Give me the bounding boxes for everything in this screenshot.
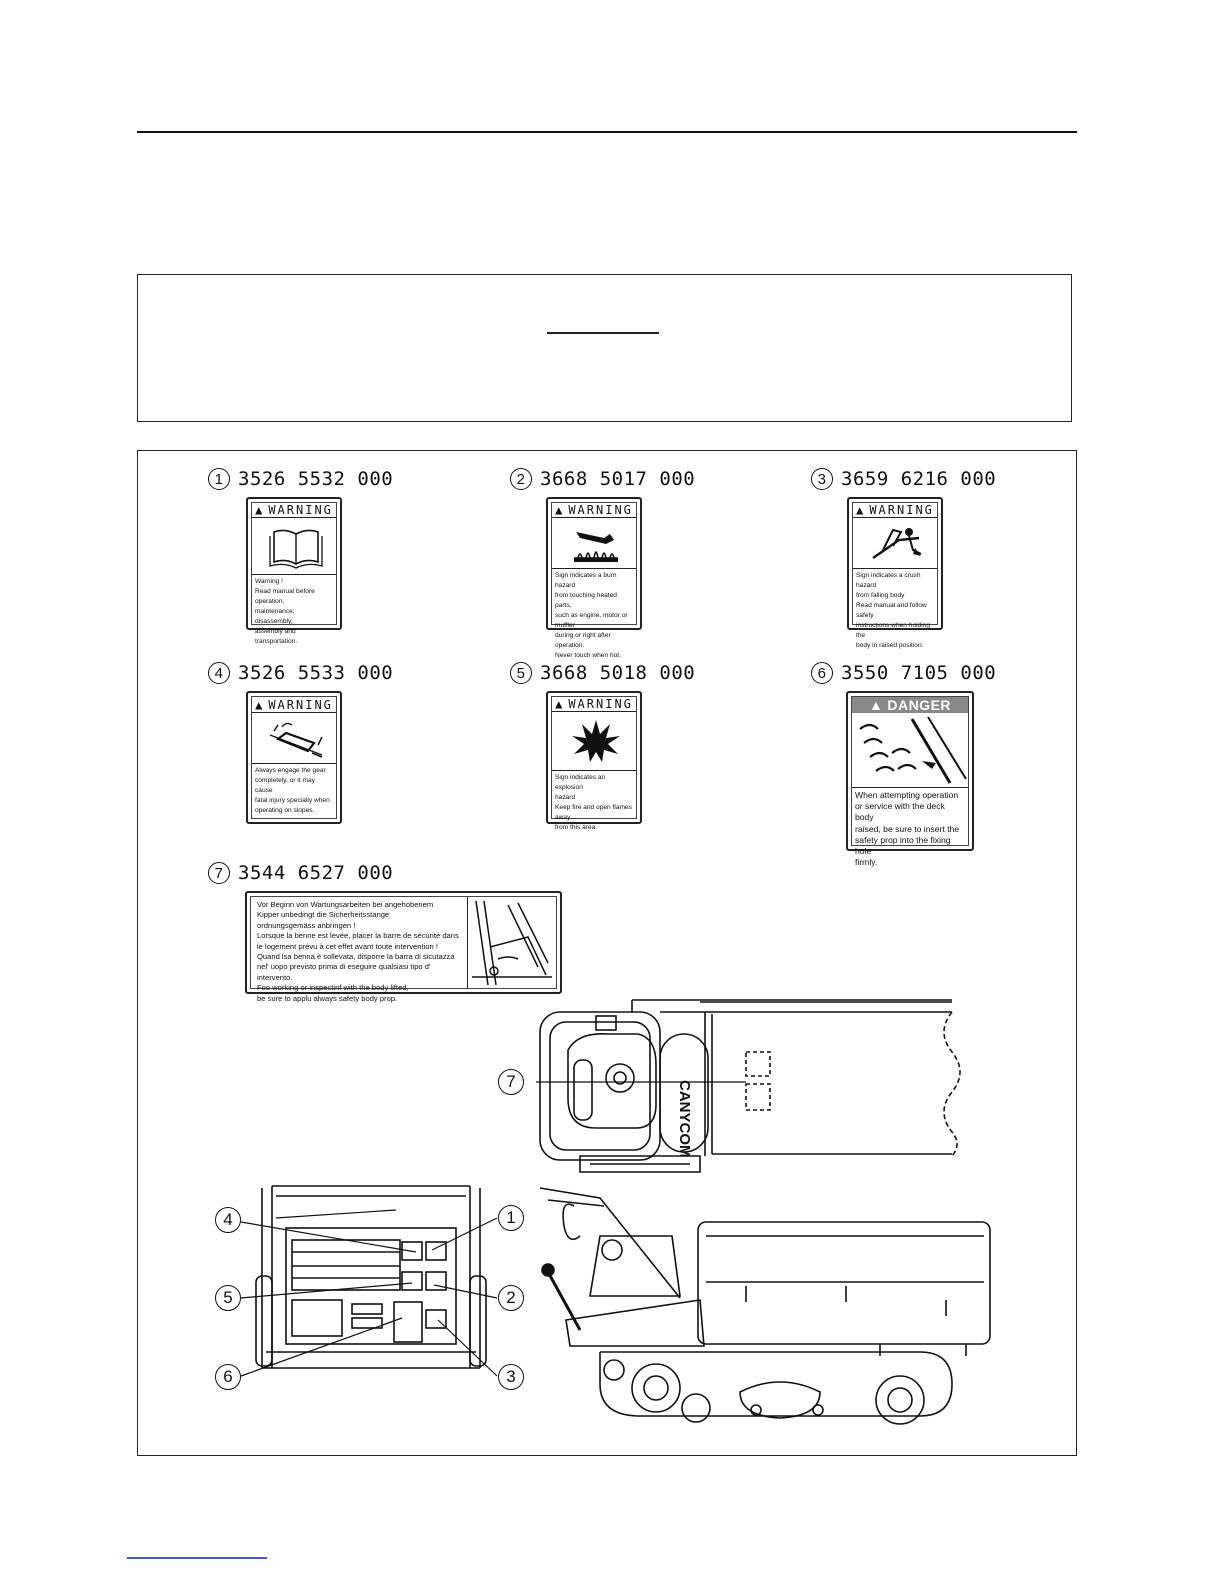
danger-label-6: ▲DANGER When attempting operation or ser… bbox=[846, 691, 974, 867]
label-text: Sign indicates a burn hazard from touchi… bbox=[555, 572, 628, 659]
label-text: Sign indicates an explosion hazard Keep … bbox=[555, 774, 632, 831]
warning-triangle-icon: ▲ bbox=[555, 697, 565, 711]
hot-surface-icon bbox=[552, 518, 636, 569]
machine-rear-view bbox=[255, 1185, 487, 1369]
gear-engage-icon bbox=[252, 713, 336, 764]
part-code: 3550 7105 000 bbox=[841, 662, 997, 684]
label-text: Vor Beginn von Wartungsarbeiten bei ange… bbox=[257, 900, 459, 1003]
part-header-6: 6 3550 7105 000 bbox=[811, 662, 996, 684]
label-text: When attempting operation or service wit… bbox=[855, 790, 960, 868]
part-header-1: 1 3526 5532 000 bbox=[208, 468, 393, 490]
part-code: 3659 6216 000 bbox=[841, 468, 997, 490]
callout-4: 4 bbox=[215, 1207, 241, 1233]
warning-label-1: ▲WARNING Warning ! Read manual before op… bbox=[246, 497, 342, 645]
warning-label-2: ▲WARNING Sign indicates a burn hazard fr… bbox=[546, 497, 642, 659]
callout-3: 3 bbox=[498, 1364, 524, 1390]
signal-word: DANGER bbox=[887, 697, 952, 713]
part-number: 7 bbox=[208, 862, 230, 884]
part-number: 4 bbox=[208, 662, 230, 684]
header-rule bbox=[137, 131, 1077, 133]
footer-link-underline[interactable] bbox=[127, 1557, 267, 1559]
callout-5: 5 bbox=[215, 1285, 241, 1311]
warning-triangle-icon: ▲ bbox=[856, 503, 866, 517]
warning-triangle-icon: ▲ bbox=[868, 697, 884, 713]
signal-word: WARNING bbox=[268, 697, 333, 712]
machine-top-view bbox=[536, 999, 961, 1173]
signal-word: WARNING bbox=[568, 697, 633, 711]
warning-label-7: Vor Beginn von Wartungsarbeiten bei ange… bbox=[245, 891, 562, 1003]
signal-word: WARNING bbox=[268, 503, 333, 517]
explosion-icon bbox=[552, 712, 636, 771]
part-header-2: 2 3668 5017 000 bbox=[510, 468, 695, 490]
body-prop-icon bbox=[467, 897, 556, 988]
part-header-4: 4 3526 5533 000 bbox=[208, 662, 393, 684]
notice-title-underline bbox=[547, 332, 659, 334]
part-number: 1 bbox=[208, 468, 230, 490]
callout-leaders bbox=[240, 1217, 498, 1377]
part-header-7: 7 3544 6527 000 bbox=[208, 862, 393, 884]
warning-label-5: ▲WARNING Sign indicates an explosion haz… bbox=[546, 691, 642, 831]
warning-triangle-icon: ▲ bbox=[255, 697, 265, 712]
read-manual-icon bbox=[252, 518, 336, 575]
part-number: 2 bbox=[510, 468, 532, 490]
callout-1: 1 bbox=[498, 1205, 524, 1231]
part-code: 3544 6527 000 bbox=[238, 862, 394, 884]
warning-label-4: ▲WARNING Always engage the gear complete… bbox=[246, 691, 342, 824]
part-header-5: 5 3668 5018 000 bbox=[510, 662, 695, 684]
label-location-figure bbox=[137, 450, 1077, 1456]
part-code: 3526 5532 000 bbox=[238, 468, 394, 490]
warning-triangle-icon: ▲ bbox=[255, 503, 265, 517]
part-number: 5 bbox=[510, 662, 532, 684]
warning-triangle-icon: ▲ bbox=[555, 503, 565, 517]
notice-box bbox=[137, 274, 1072, 422]
callout-6: 6 bbox=[215, 1364, 241, 1390]
machine-side-view bbox=[539, 1187, 991, 1425]
part-number: 3 bbox=[811, 468, 833, 490]
label-text: Always engage the gear completely, or it… bbox=[255, 767, 330, 814]
part-code: 3668 5018 000 bbox=[540, 662, 696, 684]
label-text: Warning ! Read manual before operation, … bbox=[255, 578, 315, 645]
warning-label-3: ▲WARNING Sign indicates a crush hazard f… bbox=[847, 497, 943, 649]
part-code: 3526 5533 000 bbox=[238, 662, 394, 684]
callout-7: 7 bbox=[498, 1069, 524, 1095]
crush-hazard-icon bbox=[853, 518, 937, 569]
part-code: 3668 5017 000 bbox=[540, 468, 696, 490]
safety-prop-icon bbox=[852, 713, 968, 788]
signal-word: WARNING bbox=[568, 503, 633, 517]
part-header-3: 3 3659 6216 000 bbox=[811, 468, 996, 490]
machine-logo: CANYCOM bbox=[676, 1080, 693, 1158]
callout-2: 2 bbox=[498, 1285, 524, 1311]
part-number: 6 bbox=[811, 662, 833, 684]
label-text: Sign indicates a crush hazard from falli… bbox=[856, 572, 931, 649]
signal-word: WARNING bbox=[869, 503, 934, 517]
